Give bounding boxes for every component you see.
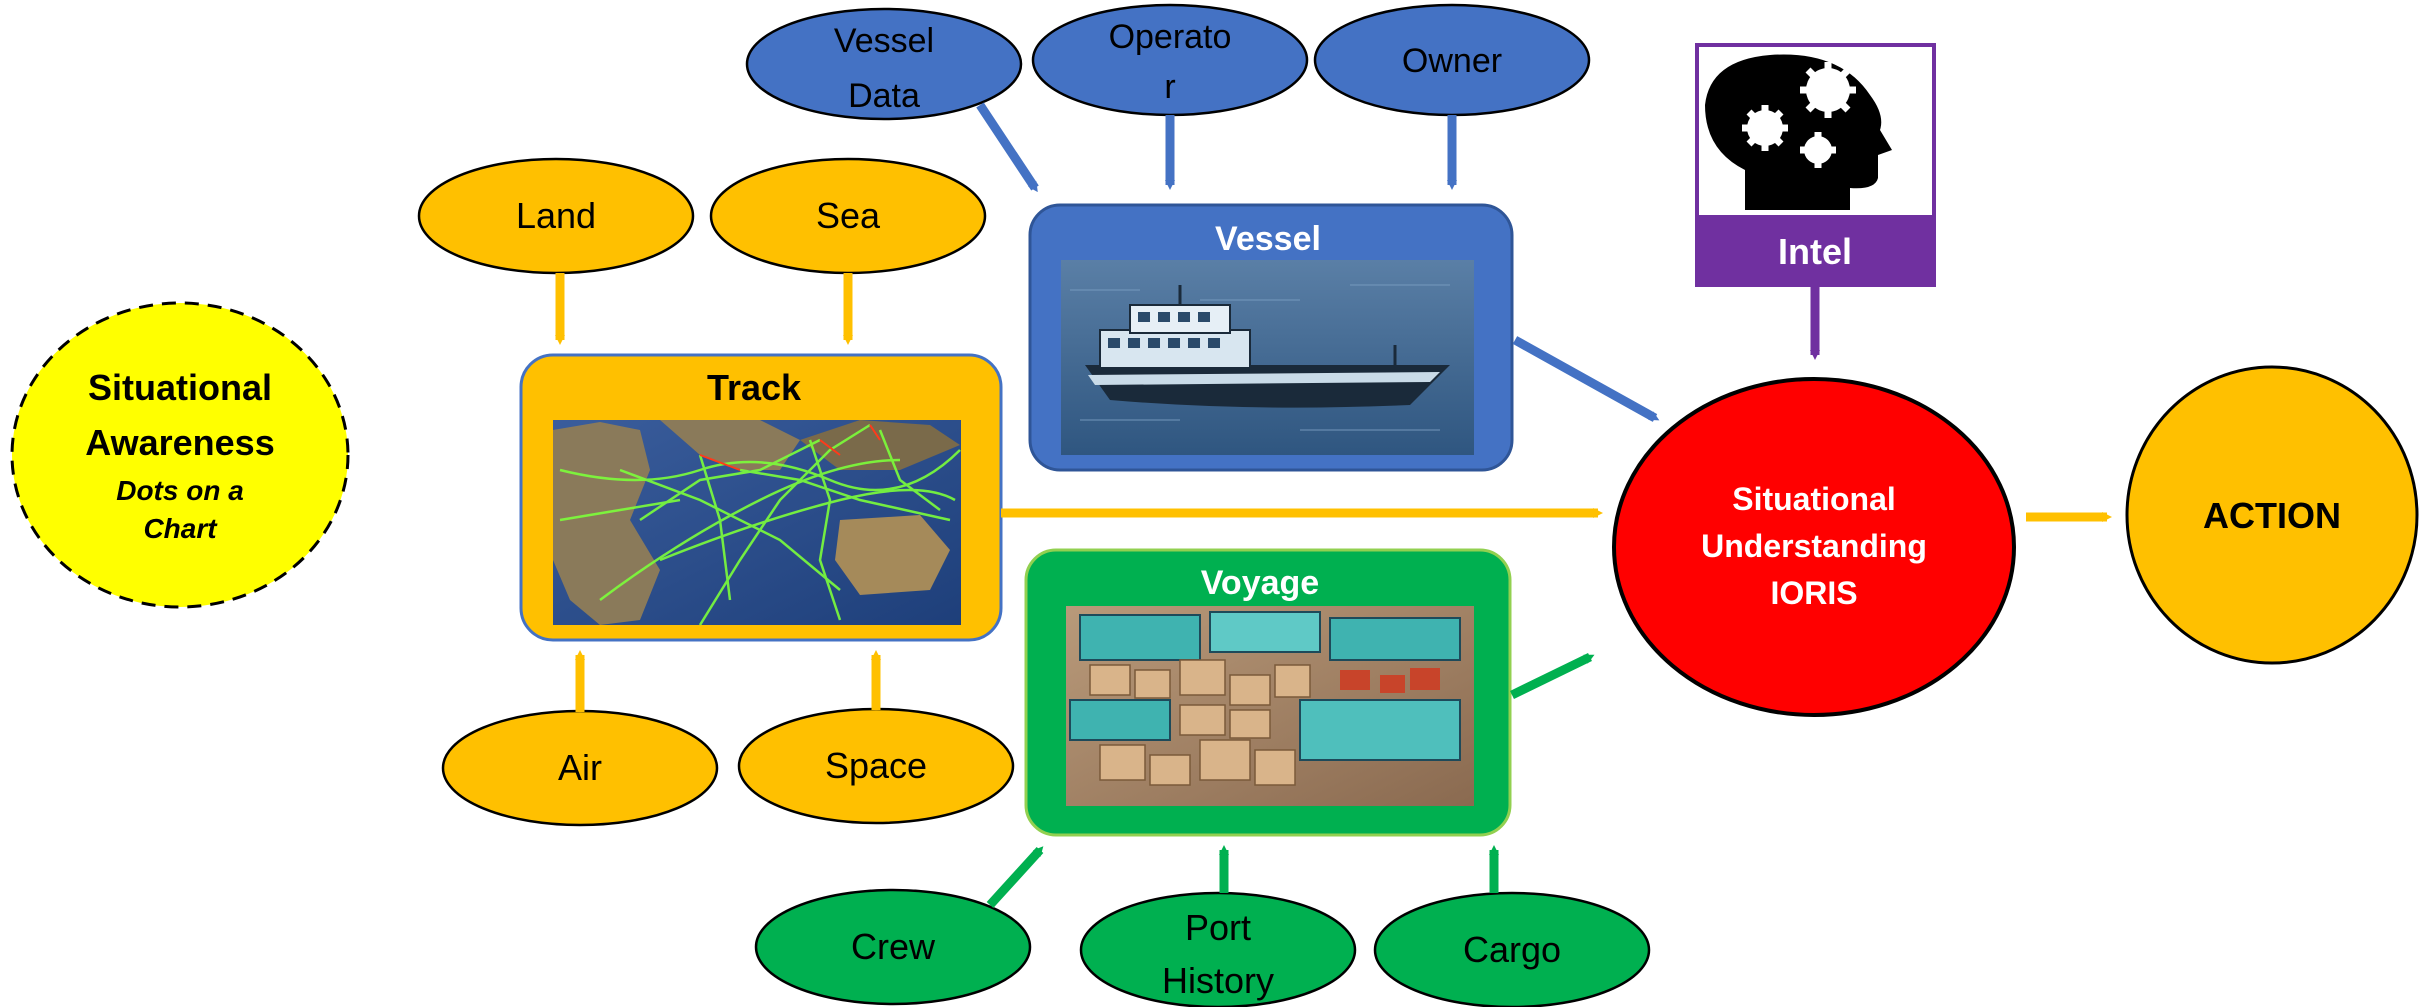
intel-label: Intel	[1778, 231, 1852, 272]
head-gears-icon	[1705, 54, 1892, 210]
understanding-line-3: IORIS	[1770, 575, 1857, 611]
land-label: Land	[516, 195, 596, 236]
situational-awareness-node: Situational Awareness Dots on a Chart	[10, 301, 350, 609]
vessel-photo-image	[1061, 260, 1474, 455]
sea-node: Sea	[709, 157, 987, 275]
understanding-line-1: Situational	[1732, 481, 1896, 517]
track-title: Track	[707, 367, 802, 408]
vessel-data-to-vessel-arrow	[976, 102, 1039, 193]
vessel-data-node: Vessel Data	[745, 7, 1023, 121]
air-node: Air	[441, 709, 719, 827]
space-label: Space	[825, 745, 927, 786]
intel-node: Intel	[1695, 43, 1936, 287]
situational-understanding-node: Situational Understanding IORIS	[1612, 377, 2016, 717]
vessel-data-label-2: Data	[848, 77, 920, 115]
crew-to-voyage-arrow	[986, 846, 1044, 909]
shipping-map-image	[553, 420, 961, 626]
owner-label: Owner	[1402, 42, 1502, 80]
operator-label-2: r	[1164, 68, 1175, 106]
voyage-box: Voyage	[1024, 548, 1512, 837]
action-label: ACTION	[2203, 495, 2341, 536]
situational-awareness-title-2: Awareness	[85, 422, 274, 463]
crew-label: Crew	[851, 926, 936, 967]
situational-awareness-title-1: Situational	[88, 367, 272, 408]
operator-label-1: Operato	[1109, 18, 1232, 56]
track-box: Track	[519, 353, 1003, 642]
owner-node: Owner	[1313, 3, 1591, 117]
understanding-line-2: Understanding	[1701, 528, 1927, 564]
situational-awareness-subtitle-1: Dots on a	[116, 475, 244, 506]
vessel-to-understanding-arrow	[1512, 336, 1660, 422]
air-label: Air	[558, 747, 602, 788]
voyage-title: Voyage	[1201, 564, 1319, 602]
voyage-to-understanding-arrow	[1510, 652, 1595, 700]
port-history-node: Port History	[1079, 891, 1357, 1007]
sea-label: Sea	[816, 195, 881, 236]
port-photo-image	[1066, 606, 1474, 806]
cargo-label: Cargo	[1463, 929, 1561, 970]
land-node: Land	[417, 157, 695, 275]
operator-node: Operato r	[1031, 3, 1309, 117]
vessel-title: Vessel	[1215, 220, 1321, 258]
space-node: Space	[737, 707, 1015, 825]
port-history-label-1: Port	[1185, 907, 1251, 948]
situational-awareness-subtitle-2: Chart	[143, 513, 218, 544]
cargo-node: Cargo	[1373, 891, 1651, 1007]
port-history-label-2: History	[1162, 960, 1274, 1001]
crew-node: Crew	[754, 888, 1032, 1006]
vessel-box: Vessel	[1028, 203, 1514, 472]
action-node: ACTION	[2125, 365, 2419, 665]
vessel-data-label-1: Vessel	[834, 22, 934, 60]
